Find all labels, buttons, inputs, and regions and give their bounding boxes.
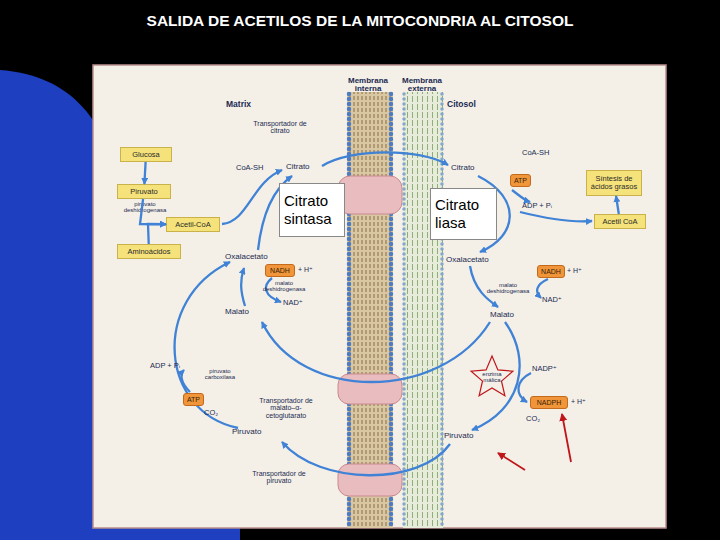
node-text: NADH — [270, 267, 290, 274]
figure-label: enzima málica — [476, 371, 508, 384]
figure-label: Citosol — [447, 100, 476, 109]
metabolite-box: Piruvato — [117, 184, 171, 199]
figure-label: piruvato deshidrogenasa — [114, 201, 176, 214]
cofactor-box: NADH — [265, 264, 295, 277]
figure-label: Membrana externa — [397, 77, 447, 94]
figure-label: malato deshidrogenasa — [484, 282, 532, 295]
outer-membrane — [403, 92, 443, 528]
figure-label: Membrana interna — [341, 77, 395, 94]
membrane-lipid-heads — [389, 94, 394, 526]
membrane-lipid-heads — [347, 94, 352, 526]
node-text: Citrato sintasa — [284, 192, 344, 228]
metabolite-box: Glucosa — [120, 147, 172, 162]
figure-label: ADP + Pᵢ — [150, 362, 180, 370]
cofactor-arrow — [512, 190, 530, 202]
figure-label: NADP⁺ — [532, 365, 557, 373]
slide-title: SALIDA DE ACETILOS DE LA MITOCONDRIA AL … — [0, 12, 720, 30]
figure-label: Transportador de citrato — [248, 120, 312, 135]
figure-label: malato deshidrogenasa — [260, 280, 308, 293]
figure-label: NAD⁺ — [542, 296, 562, 304]
figure-label: Citrato — [286, 163, 310, 171]
node-text: Acetil-CoA — [175, 221, 210, 229]
pathway-connector — [144, 162, 145, 184]
node-text: ATP — [514, 177, 527, 184]
cofactor-box: NADPH — [530, 396, 568, 409]
cofactor-arrow — [182, 370, 190, 392]
figure-label: ADP + Pᵢ — [522, 202, 552, 210]
figure-label: + H⁺ — [567, 267, 582, 274]
citrate-transporter — [338, 176, 402, 214]
figure-label: Transportador de piruvato — [246, 470, 312, 485]
pathway-arrow — [470, 266, 498, 307]
node-text: Piruvato — [130, 188, 158, 196]
figure-label: Piruvato — [444, 432, 473, 440]
figure-label: Matrix — [226, 100, 251, 109]
pyruvate-transporter — [338, 464, 402, 496]
node-text: NADH — [541, 268, 561, 275]
membrane-lipid-heads — [402, 94, 406, 526]
node-text: NADPH — [537, 399, 562, 406]
highlight-star — [471, 356, 513, 396]
figure-label: Oxalacetato — [225, 253, 268, 261]
pathway-arrow — [322, 152, 448, 166]
figure-label: Malato — [225, 308, 249, 316]
pathway-arrow — [175, 262, 238, 428]
metabolite-box: Acetil-CoA — [166, 217, 220, 232]
figure-label: NAD⁺ — [283, 299, 303, 307]
membrane-lipid-heads — [440, 94, 444, 526]
enzyme-callout: Citrato liasa — [430, 188, 497, 240]
figure-label: CoA-SH — [236, 164, 264, 172]
pathway-arrow — [241, 268, 245, 306]
pathway-arrow — [282, 442, 450, 475]
pathway-arrow — [262, 322, 490, 382]
figure-label: Oxalacetato — [446, 256, 489, 264]
pathway-connector — [616, 196, 619, 214]
figure-label: Citrato — [451, 164, 475, 172]
node-text: Síntesis de ácidos grasos — [587, 175, 641, 191]
node-text: Citrato liasa — [435, 196, 496, 232]
figure-label: CO₂ — [204, 409, 218, 417]
figure-label: Transportador de malato–α-cetoglutarato — [252, 397, 320, 419]
figure-label: + H⁺ — [298, 266, 313, 273]
cofactor-box: ATP — [183, 393, 204, 406]
figure-label: CO₂ — [526, 415, 540, 423]
cofactor-box: ATP — [510, 174, 531, 187]
highlight-arrow — [562, 414, 571, 462]
enzyme-callout: Citrato sintasa — [279, 183, 345, 237]
node-text: ATP — [187, 396, 200, 403]
figure-label: Malato — [490, 311, 514, 319]
pathway-arrow — [520, 212, 592, 221]
cofactor-box: NADH — [537, 265, 565, 278]
metabolite-box: Acetil CoA — [594, 214, 646, 229]
pathway-connector — [148, 224, 166, 244]
node-text: Glucosa — [132, 151, 160, 159]
figure-label: Piruvato — [232, 428, 261, 436]
metabolite-box: Síntesis de ácidos grasos — [586, 170, 642, 196]
malate-transporter — [338, 374, 402, 404]
figure-label: CoA-SH — [522, 149, 550, 157]
figure-label: + H⁺ — [571, 398, 586, 405]
node-text: Acetil CoA — [602, 218, 637, 226]
highlight-arrow — [498, 453, 525, 470]
figure-panel — [93, 65, 666, 528]
figure-label: piruvato carboxilasa — [198, 368, 242, 381]
node-text: Aminoácidos — [128, 248, 171, 256]
inner-membrane — [347, 92, 393, 528]
metabolite-box: Aminoácidos — [117, 244, 181, 259]
